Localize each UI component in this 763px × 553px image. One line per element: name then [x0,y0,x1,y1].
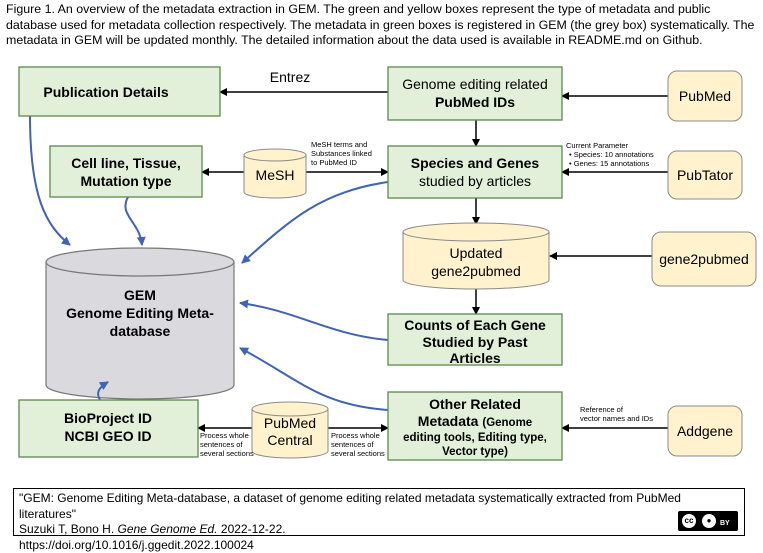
citation-journal: Gene Genome Ed. [118,522,218,536]
cell-line-box [50,146,202,197]
publication-details-label: Publication Details [43,84,168,100]
updated-label-1: Updated [450,245,503,261]
counts-label-3: Articles [449,350,501,366]
other-label-1: Other Related [429,396,521,412]
pubmed-ids-label-1: Genome editing related [402,76,548,92]
bioproject-label-1: BioProject ID [64,410,152,426]
proc-right-3: several sections [331,449,385,458]
other-label-2b: (Genome [482,417,532,429]
gem-label-1: GEM [124,287,156,303]
param-item-1: • Species: 10 annotations [569,150,654,159]
pmc-label-2: Central [267,432,312,448]
citation-box: "GEM: Genome Editing Meta-database, a da… [13,488,745,536]
edge-cellline-to-gem [125,197,142,245]
by-label: BY [720,516,730,532]
param-item-2-text: Genes: 15 annotations [574,159,650,168]
gem-label-3: database [110,323,171,339]
param-item-1-text: Species: 10 annotations [574,150,654,159]
species-label-1: Species and Genes [411,155,540,171]
proc-left-2: sentences of [200,440,243,449]
mesh-label: MeSH [256,167,295,183]
edge-other-to-gem [240,348,388,410]
species-genes-box [388,146,562,198]
param-title: Current Parameter [566,141,629,150]
updated-label-2: gene2pubmed [431,263,521,279]
other-label-2a: Metadata [418,413,483,429]
cc-by-license-icon: cc ● BY [678,511,738,531]
ref-label-2: vector names and IDs [580,414,653,423]
proc-left-1: Process whole [200,431,249,440]
counts-label-2: Studied by Past [422,334,527,350]
mesh-annotation-2: Substances linked [311,149,372,158]
ref-label-1: Reference of [580,405,624,414]
proc-left-3: several sections [200,449,254,458]
pipeline-diagram: Publication Details Genome editing relat… [0,0,763,490]
citation-authors-line: Suzuki T, Bono H. Gene Genome Ed. 2022-1… [19,522,739,538]
other-label-4: Vector type) [442,446,508,458]
param-item-2: • Genes: 15 annotations [569,159,649,168]
gem-label-2: Genome Editing Meta- [66,305,214,321]
citation-authors: Suzuki T, Bono H. [19,522,118,536]
citation-title: "GEM: Genome Editing Meta-database, a da… [19,491,739,522]
mesh-annotation-3: to PubMed ID [311,158,357,167]
pmc-label-1: PubMed [264,415,316,431]
other-label-3: editing tools, Editing type, [403,432,547,444]
citation-doi[interactable]: https://doi.org/10.1016/j.ggedit.2022.10… [19,538,739,553]
gene2pubmed-db-label: gene2pubmed [659,251,749,267]
citation-date: 2022-12-22. [218,522,286,536]
attribution-person-icon: ● [702,514,716,528]
proc-right-2: sentences of [331,440,374,449]
edge-counts-to-gem [240,303,388,340]
cell-line-label-2: Mutation type [81,173,172,189]
mesh-annotation-1: MeSH terms and [311,140,367,149]
species-label-2: studied by articles [419,173,531,189]
pubmed-ids-label-2: PubMed IDs [435,94,515,110]
counts-label-1: Counts of Each Gene [404,317,546,333]
proc-right-1: Process whole [331,431,380,440]
bioproject-label-2: NCBI GEO ID [64,428,151,444]
entrez-label: Entrez [270,69,310,85]
cell-line-label-1: Cell line, Tissue, [71,155,180,171]
cc-icon: cc [682,514,696,528]
addgene-label: Addgene [677,423,733,439]
pubtator-label: PubTator [677,167,733,183]
pubmed-db-label: PubMed [679,88,731,104]
